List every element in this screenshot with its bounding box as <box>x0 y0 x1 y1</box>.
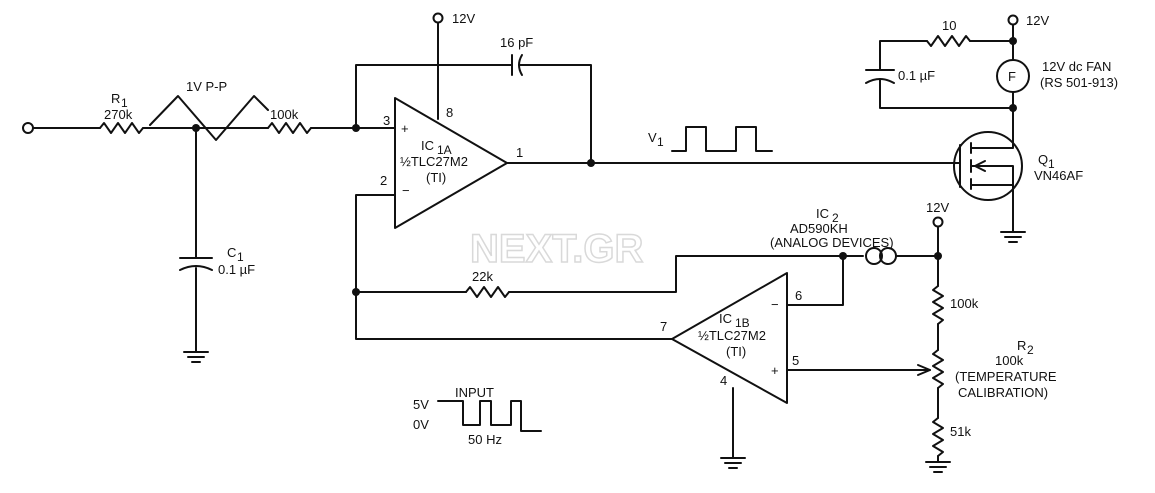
r-51k-value: 51k <box>950 424 971 439</box>
r2-value: 100k <box>995 353 1024 368</box>
fan-symbol: F <box>1008 69 1016 84</box>
ground-q1 <box>1000 231 1026 243</box>
input-freq: 50 Hz <box>468 432 502 447</box>
ic1b-name: IC <box>719 311 732 326</box>
q1-name: Q <box>1038 152 1048 167</box>
mosfet-q1 <box>953 131 1023 201</box>
cap-16pf-label: 16 pF <box>500 35 533 50</box>
ic1b-pin6: 6 <box>795 288 802 303</box>
res-10-value: 10 <box>942 18 956 33</box>
r-22k-value: 22k <box>472 269 493 284</box>
ic1a-minus: − <box>402 183 410 198</box>
ground-ic1b <box>720 457 746 469</box>
fan-cap-value: 0.1 µF <box>898 68 935 83</box>
c1-name: C <box>227 245 236 260</box>
ic1a-pin1: 1 <box>516 145 523 160</box>
ic1a-sub: 1A <box>437 143 452 157</box>
opamp-ic1a <box>394 97 508 229</box>
ic1b-pin5: 5 <box>792 353 799 368</box>
resistor-r1 <box>99 122 144 134</box>
ic1a-plus: + <box>401 121 409 136</box>
ic1b-pin4: 4 <box>720 373 727 388</box>
resistor-100k-input <box>267 122 312 134</box>
input-label: INPUT <box>455 385 494 400</box>
ic1a-pin2: 2 <box>380 173 387 188</box>
ic1b-sub: 1B <box>735 316 750 330</box>
ic2-mfr: (ANALOG DEVICES) <box>770 235 894 250</box>
ic1a-pin8: 8 <box>446 105 453 120</box>
fan-supply-12v: 12V <box>1026 13 1049 28</box>
ic1b-part: ½TLC27M2 <box>698 328 766 343</box>
ic1b-minus: − <box>771 297 779 312</box>
r1-value: 270k <box>104 107 133 122</box>
supply-terminal <box>932 216 944 228</box>
fan-label1: 12V dc FAN <box>1042 59 1111 74</box>
triangle-wave-symbol <box>149 95 269 141</box>
junction-dot <box>1009 104 1017 112</box>
r2-desc1: (TEMPERATURE <box>955 369 1057 384</box>
wiper-arrow <box>917 364 931 376</box>
input-waveform <box>437 400 542 432</box>
square-wave-v1 <box>671 126 773 152</box>
r1-name: R <box>111 91 120 106</box>
r-100k-input-value: 100k <box>270 107 299 122</box>
c1-value: 0.1 µF <box>218 262 255 277</box>
capacitor-c1 <box>179 257 213 271</box>
ic1a-part: ½TLC27M2 <box>400 154 468 169</box>
r-100k-ladder-value: 100k <box>950 296 979 311</box>
r2-sub: 2 <box>1027 343 1034 357</box>
ground-ladder <box>925 461 951 473</box>
resistor-100k-ladder <box>932 285 944 325</box>
junction-dot <box>587 159 595 167</box>
opamp-ic1b <box>671 272 788 404</box>
input-low: 0V <box>413 417 429 432</box>
ic1b-pin7: 7 <box>660 319 667 334</box>
r2-name: R <box>1017 338 1026 353</box>
ic2-name: IC <box>816 206 829 221</box>
c1-sub: 1 <box>237 250 244 264</box>
supply-12v-ic1: 12V <box>452 11 475 26</box>
watermark: NEXT.GR <box>470 227 643 271</box>
ic1a-mfr: (TI) <box>426 170 446 185</box>
supply-12v-ic2: 12V <box>926 200 949 215</box>
fan-label2: (RS 501-913) <box>1040 75 1118 90</box>
ic1a-name: IC <box>421 138 434 153</box>
r1-sub: 1 <box>121 96 128 110</box>
resistor-22k <box>465 286 510 298</box>
v1-sub: 1 <box>657 135 664 149</box>
potentiometer-r2 <box>932 349 944 389</box>
supply-terminal <box>1007 14 1019 26</box>
triangle-wave-label: 1V P-P <box>186 79 227 94</box>
ic2-sub: 2 <box>832 211 839 225</box>
resistor-10 <box>926 35 971 47</box>
ic2-part: AD590KH <box>790 221 848 236</box>
current-source-ic2 <box>865 247 897 265</box>
resistor-51k <box>932 417 944 457</box>
q1-sub: 1 <box>1048 157 1055 171</box>
junction-dot <box>934 252 942 260</box>
supply-terminal <box>432 12 444 24</box>
input-terminal <box>22 122 34 134</box>
input-high: 5V <box>413 397 429 412</box>
q1-part: VN46AF <box>1034 168 1083 183</box>
r2-desc2: CALIBRATION) <box>958 385 1048 400</box>
ic1b-plus: + <box>771 363 779 378</box>
ground-c1 <box>183 351 209 363</box>
v1-name: V <box>648 130 657 145</box>
ic1b-mfr: (TI) <box>726 344 746 359</box>
ic1a-pin3: 3 <box>383 113 390 128</box>
